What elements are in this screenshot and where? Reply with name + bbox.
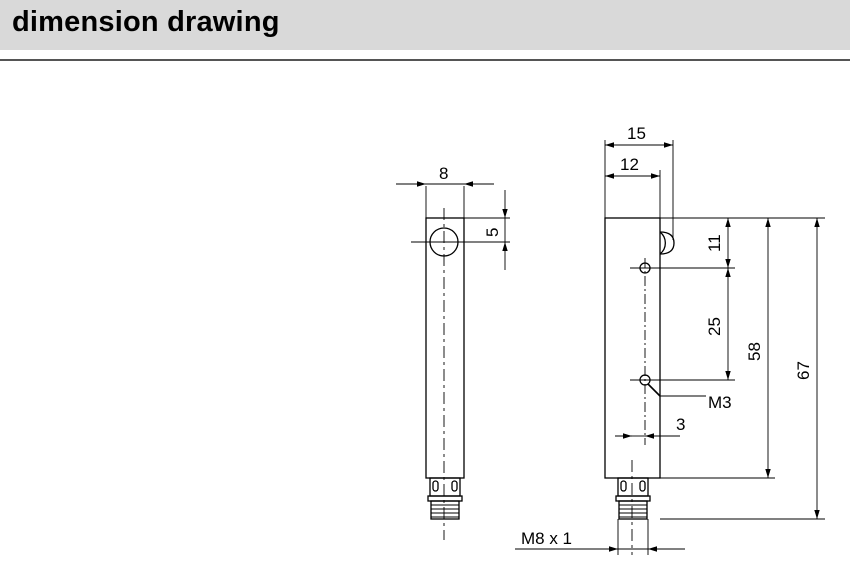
label-hole-offset-top: 11 <box>705 234 724 252</box>
label-hole-spacing: 25 <box>705 317 724 336</box>
page-title: dimension drawing <box>12 6 280 38</box>
side-view <box>396 181 510 540</box>
label-front-total-width: 15 <box>627 124 646 143</box>
label-side-width: 8 <box>439 164 448 183</box>
front-view <box>515 140 825 555</box>
label-hole-inset: 3 <box>676 415 685 434</box>
label-body-length: 58 <box>745 342 764 361</box>
label-side-hole-offset: 5 <box>483 228 502 237</box>
label-front-body-width: 12 <box>620 155 639 174</box>
label-total-length: 67 <box>794 361 813 380</box>
header-bar: dimension drawing <box>0 0 850 50</box>
front-hole-bump <box>659 231 666 255</box>
header-divider <box>0 59 850 61</box>
side-view-body <box>425 217 465 479</box>
front-connector <box>615 477 651 555</box>
front-view-body <box>604 217 661 479</box>
thread-leader <box>647 383 661 397</box>
side-connector <box>427 477 463 520</box>
label-connector-thread: M8 x 1 <box>521 529 572 548</box>
label-thread: M3 <box>708 393 732 412</box>
